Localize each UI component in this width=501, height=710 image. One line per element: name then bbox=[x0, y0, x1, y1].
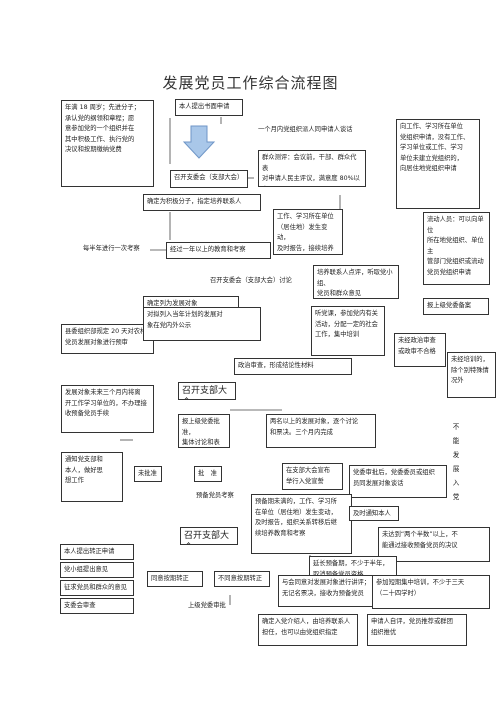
node-not-trained: 未经培训的， 除个别特殊情 况外 bbox=[447, 352, 496, 398]
node-political: 政治审查，形成结论性材料 bbox=[234, 358, 352, 375]
node-committee-review: 支委会审查 bbox=[60, 598, 134, 614]
node-disagree: 不同意按期转正 bbox=[214, 571, 270, 587]
node-plan: 对拟列入当年计划的发展对 象在党内外公示 bbox=[143, 307, 261, 341]
node-three-month: 发展对象未来三个月内将离 开工作学习单位的，不办理接 收预备党员手续 bbox=[61, 385, 154, 433]
down-arrow-icon bbox=[182, 125, 216, 159]
node-approved: 批 准 bbox=[194, 466, 222, 482]
node-notify: 通知党支部和 本人，做好思 想工作 bbox=[61, 452, 123, 502]
node-party-approve: 党委审批后，党委委员或组织 员同发展对象谈话 bbox=[349, 465, 447, 498]
node-evaluate: 群众测评：会议前，干部、群众代表 对申请人民主评议，满意度 80%以上 bbox=[258, 150, 366, 187]
node-branch-meeting1: 召开支部大会 bbox=[178, 382, 236, 400]
node-report-up: 报上级党委备案 bbox=[423, 298, 489, 315]
node-talk: 一个月内党组织派人同申请人谈话 bbox=[258, 126, 353, 133]
node-migrant: 流动人员：可以向单位 所在地党组织、单位主 管部门党组织或流动 党员党组织申请 bbox=[423, 212, 490, 285]
node-not-approved: 未批准 bbox=[134, 466, 162, 482]
node-probation-check: 预备党员考察 bbox=[196, 492, 234, 499]
node-designate: 确定为积极分子，指定培养联系人 bbox=[143, 194, 261, 211]
node-listen: 听党课，参加党内有关 活动，分配一定的社会 工作，集中培训 bbox=[311, 306, 385, 356]
node-branch-meeting2: 召开支部大会 bbox=[180, 527, 238, 545]
node-agree: 同意按期转正 bbox=[147, 571, 203, 587]
node-opinion: 培养联系人点评，听取党小组、 党员和群众意见 bbox=[313, 265, 399, 299]
node-two-people: 两名以上的发展对象，逐个讨论 和票决。三个月内完成 bbox=[266, 414, 376, 448]
node-committee2: 召开支委会（支部大会）讨论 bbox=[210, 277, 292, 284]
node-review: 工作、学习所在单位 （居住地）发生变动， 及时报告，接续培养 bbox=[273, 209, 343, 255]
node-notify-self: 及时通知本人 bbox=[349, 506, 399, 521]
node-vote: 与会同意对发展对象进行讲评； 无记名票决，接收为预备党员 bbox=[278, 575, 378, 607]
node-every-half: 每半年进行一次考察 bbox=[83, 245, 140, 252]
node-not-admitted: 不 能 发 展 入 党 bbox=[452, 423, 460, 501]
node-report-approve: 上级党委审批 bbox=[188, 602, 226, 609]
page-title: 发展党员工作综合流程图 bbox=[162, 74, 339, 92]
node-age18: 年满 18 周岁；先进分子； 承认党的纲领和章程；愿 意参加党的一个组织并在 其… bbox=[61, 100, 154, 187]
node-no-train: 未经政治审查 或政审不合格 bbox=[394, 333, 446, 367]
node-decide-20: 县委组织部规定 20 天对农村 党员发展对象进行预审 bbox=[61, 324, 154, 354]
node-report-committee: 报上级党委批准， 集体讨论和表决 bbox=[178, 414, 230, 448]
node-apply-self: 申请人自评，党员推荐或群团 组织推优 bbox=[367, 614, 467, 646]
node-group-opinion: 党小组提出意见 bbox=[60, 562, 134, 578]
node-committee1: 召开支委会（支部大会） bbox=[170, 170, 248, 188]
node-apply: 本人提出书面申请 bbox=[175, 99, 243, 116]
node-collect: 征求党员和群众的意见 bbox=[60, 580, 134, 596]
node-moveout: 向工作、学习所在单位 党组织申请，没有工作、 学习单位或工作、学习 单位未建立党… bbox=[396, 119, 480, 209]
node-apply-regular: 本人提出转正申请 bbox=[60, 544, 134, 560]
node-confirm: 确定入党介绍人，由培养联系人 担任，也可以由党组织指定 bbox=[258, 614, 358, 646]
node-training: 参加短期集中培训，不少于三天 （二十四学时） bbox=[372, 575, 490, 609]
node-probation-move: 预备期未满的，工作、学习所 在单位（居住地）发生变动， 及时报告，组织关系转移后… bbox=[251, 494, 352, 554]
node-branch-assembly: 在支部大会宣布 举行入党宣誓 bbox=[282, 463, 343, 490]
node-educate: 经过一年以上的教育和考察 bbox=[166, 242, 271, 259]
